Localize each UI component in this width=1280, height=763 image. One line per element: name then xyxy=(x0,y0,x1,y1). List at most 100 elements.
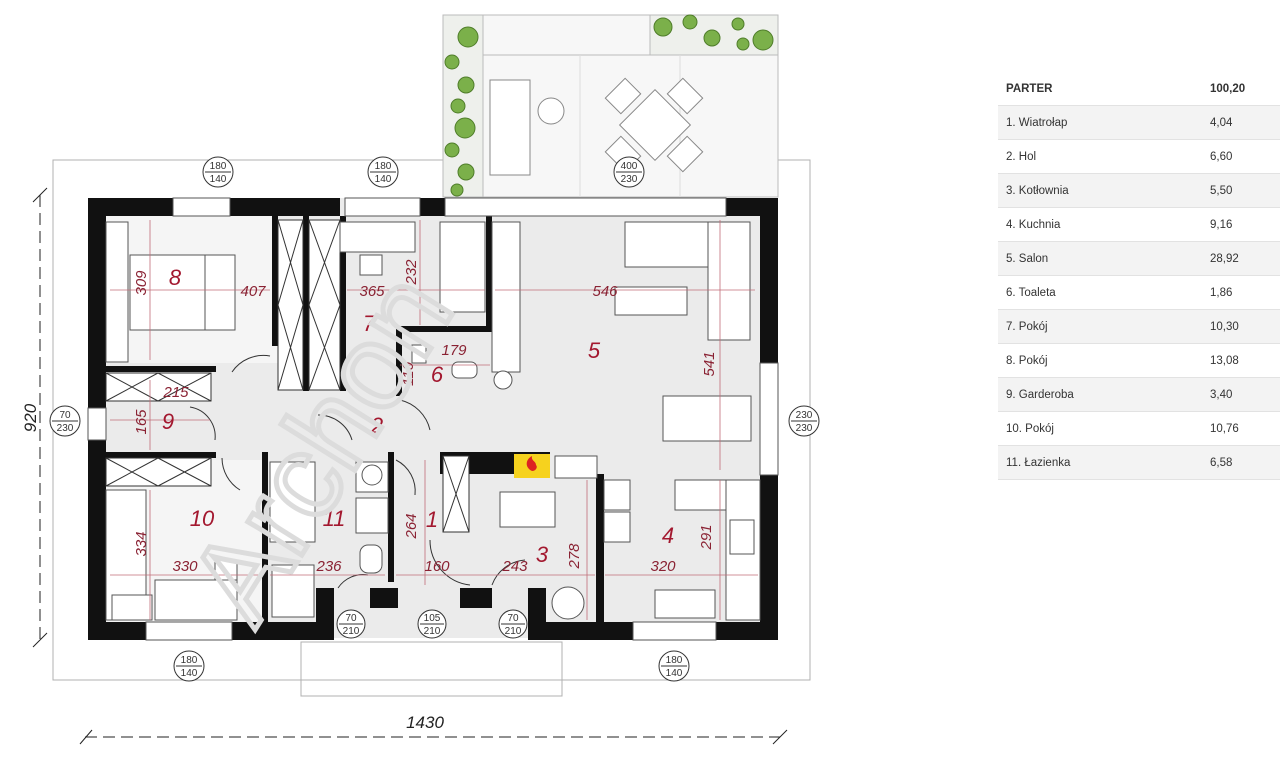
opening-badge-left: 70 230 xyxy=(49,405,81,437)
opening-value-a: 230 xyxy=(796,410,813,421)
opening-badge-bottom-left: 180 140 xyxy=(173,650,205,682)
room-label: 9. Garderoba xyxy=(998,377,1202,412)
opening-value-a: 70 xyxy=(59,410,71,421)
opening-value-b: 210 xyxy=(343,626,360,637)
dim-room7-depth: 232 xyxy=(403,259,420,286)
opening-value-b: 230 xyxy=(796,423,813,434)
opening-value-b: 140 xyxy=(375,174,392,185)
opening-value-b: 140 xyxy=(210,174,227,185)
opening-value-b: 140 xyxy=(666,668,683,679)
opening-value-a: 70 xyxy=(345,613,357,624)
dim-room8-width: 407 xyxy=(240,283,266,300)
room-label: 7. Pokój xyxy=(998,309,1202,344)
dim-room11-width: 236 xyxy=(315,558,342,575)
room-number-9: 9 xyxy=(162,409,174,434)
room-label: 10. Pokój xyxy=(998,411,1202,446)
opening-value-b: 210 xyxy=(505,626,522,637)
opening-value-a: 180 xyxy=(666,655,683,666)
dim-room6-depth: 110 xyxy=(400,361,417,386)
opening-badge-terrace: 400 230 xyxy=(613,156,645,188)
room-area: 13,08 xyxy=(1202,343,1280,378)
room-area: 9,16 xyxy=(1202,207,1280,242)
dim-room6-width: 179 xyxy=(441,342,467,359)
dim-room4-width: 320 xyxy=(650,558,676,575)
dim-room5-depth: 541 xyxy=(701,351,718,376)
room-area: 10,76 xyxy=(1202,411,1280,446)
floor-plan: 2 1 3 4 5 6 7 8 9 10 11 407 309 365 232 … xyxy=(21,14,820,745)
opening-value-a: 105 xyxy=(424,613,441,624)
room-label: 4. Kuchnia xyxy=(998,207,1202,242)
wardrobes xyxy=(105,219,470,533)
fireplace-icon xyxy=(514,454,550,478)
room-area: 4,04 xyxy=(1202,105,1280,140)
floor-label: PARTER xyxy=(998,72,1202,106)
dim-room8-depth: 309 xyxy=(133,270,150,296)
room-area: 6,58 xyxy=(1202,445,1280,480)
room-number-5: 5 xyxy=(588,338,601,363)
room-number-8: 8 xyxy=(169,265,182,290)
opening-badge-bathroom-door: 70 210 xyxy=(336,609,366,639)
door-swings xyxy=(189,354,526,589)
windows xyxy=(87,197,779,641)
overall-depth-label: 920 xyxy=(21,403,40,432)
dim-room10-width: 330 xyxy=(172,558,198,575)
room-area: 10,30 xyxy=(1202,309,1280,344)
dim-room4-depth: 291 xyxy=(698,524,715,550)
room-number-2: 2 xyxy=(370,413,383,438)
entrance-porch xyxy=(300,641,563,697)
opening-value-b: 230 xyxy=(621,174,638,185)
opening-value-b: 210 xyxy=(424,626,441,637)
room-area: 3,40 xyxy=(1202,377,1280,412)
room-number-11: 11 xyxy=(323,506,346,531)
opening-value-a: 70 xyxy=(507,613,519,624)
dimension-lines xyxy=(110,220,758,620)
room-label: 6. Toaleta xyxy=(998,275,1202,310)
room-area: 1,86 xyxy=(1202,275,1280,310)
room-label: 3. Kotłownia xyxy=(998,173,1202,208)
opening-badge-top-left: 180 140 xyxy=(202,156,234,188)
room-number-7: 7 xyxy=(363,311,376,336)
opening-badge-boiler-door: 70 210 xyxy=(498,609,528,639)
opening-value-a: 400 xyxy=(621,161,638,172)
opening-badge-right: 230 230 xyxy=(788,405,820,437)
overall-dimension-lines xyxy=(32,187,788,745)
dim-room1-width: 160 xyxy=(424,558,450,575)
room-label: 11. Łazienka xyxy=(998,445,1202,480)
dim-room10-depth: 334 xyxy=(133,531,150,556)
floor-total-area: 100,20 xyxy=(1202,72,1280,106)
opening-badge-top-mid: 180 140 xyxy=(367,156,399,188)
room-label: 1. Wiatrołap xyxy=(998,105,1202,140)
dim-room3-width: 243 xyxy=(501,558,528,575)
room-number-10: 10 xyxy=(190,506,215,531)
opening-badge-bottom-right: 180 140 xyxy=(658,650,690,682)
walls xyxy=(88,198,778,640)
opening-value-a: 180 xyxy=(181,655,198,666)
room-label: 2. Hol xyxy=(998,139,1202,174)
room-number-1: 1 xyxy=(426,507,438,532)
overall-width-label: 1430 xyxy=(406,713,444,732)
room-area: 5,50 xyxy=(1202,173,1280,208)
dim-room9-width: 215 xyxy=(162,384,189,401)
opening-value-a: 180 xyxy=(375,161,392,172)
room-label: 8. Pokój xyxy=(998,343,1202,378)
room-area: 6,60 xyxy=(1202,139,1280,174)
opening-badge-entrance-door: 105 210 xyxy=(417,609,447,639)
dim-room7-width: 365 xyxy=(359,283,385,300)
opening-value-a: 180 xyxy=(210,161,227,172)
furniture xyxy=(105,221,761,621)
dim-room5-width: 546 xyxy=(592,283,618,300)
room-area: 28,92 xyxy=(1202,241,1280,276)
table-header-row: PARTER 100,20 xyxy=(998,72,1280,106)
terrace-plants xyxy=(444,14,774,197)
dim-room1-depth: 264 xyxy=(403,513,420,539)
